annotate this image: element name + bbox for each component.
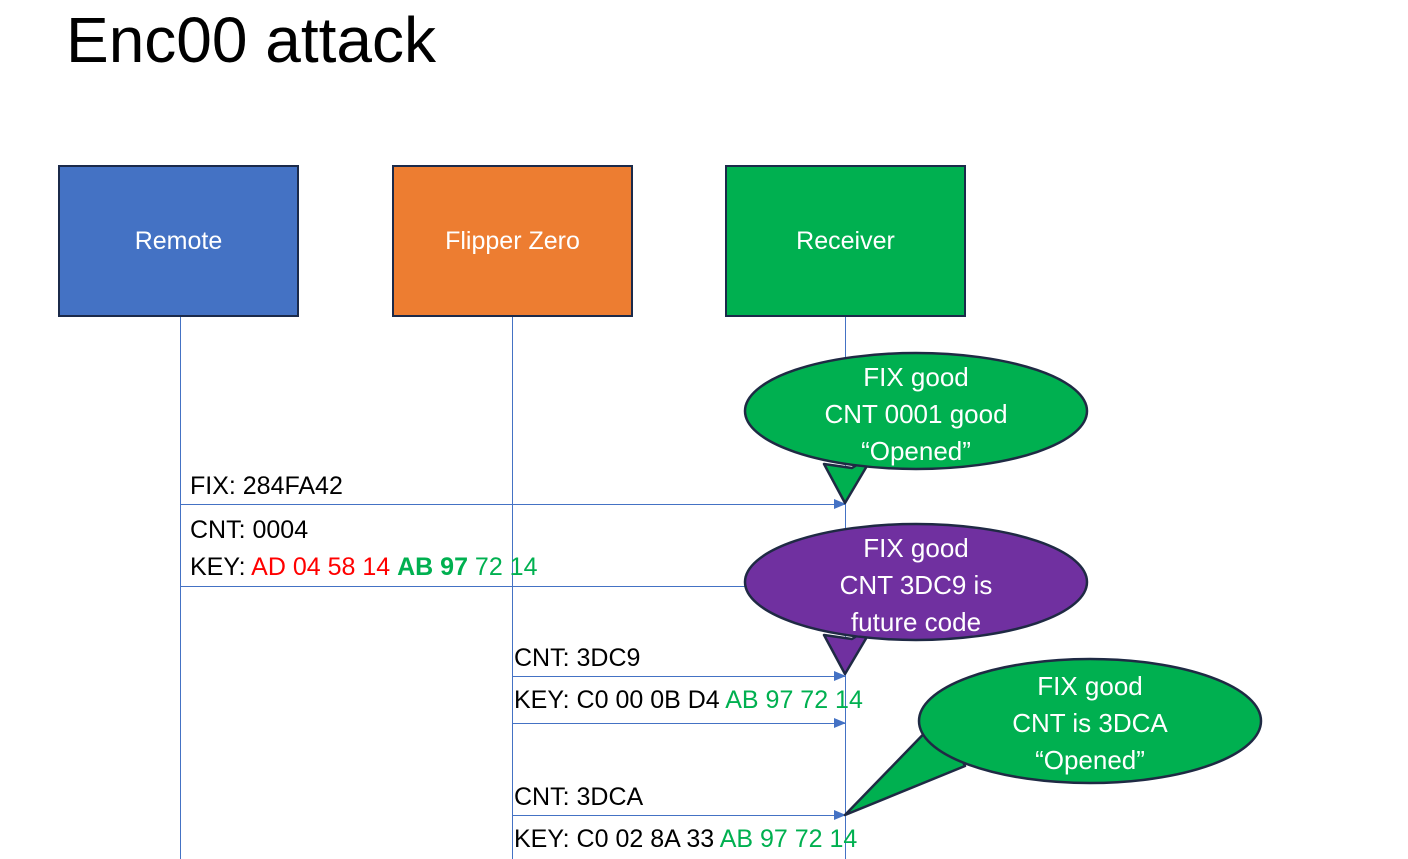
message-1-fix-text: FIX: 284FA42 xyxy=(190,472,343,500)
message-1-fix: FIX: 284FA42 xyxy=(190,468,343,505)
message-1-body: CNT: 0004 KEY: AD 04 58 14 AB 97 72 14 xyxy=(190,512,538,586)
actor-label-receiver: Receiver xyxy=(796,227,895,255)
message-3-key-label: KEY: C0 02 8A 33 xyxy=(514,825,720,853)
message-3-key: KEY: C0 02 8A 33 AB 97 72 14 xyxy=(514,821,857,858)
message-1-key: KEY: AD 04 58 14 AB 97 72 14 xyxy=(190,549,538,586)
message-1-key-green: 72 14 xyxy=(467,553,538,581)
message-2-key-label: KEY: C0 00 0B D4 xyxy=(514,686,726,714)
lifeline-flipper-zero xyxy=(512,317,513,859)
actor-label-remote: Remote xyxy=(134,227,223,255)
message-3-cnt-text: CNT: 3DCA xyxy=(514,783,644,811)
message-3-key-green: AB 97 72 14 xyxy=(719,825,858,853)
speech-bubble-1: FIX good CNT 0001 good “Opened” xyxy=(743,351,1089,505)
speech-bubble-3: FIX good CNT is 3DCA “Opened” xyxy=(843,657,1263,818)
message-2-key: KEY: C0 00 0B D4 AB 97 72 14 xyxy=(514,682,863,719)
message-2-cnt-text: CNT: 3DC9 xyxy=(514,644,641,672)
message-1-key-green-bold: AB 97 xyxy=(397,553,468,581)
actor-box-flipper-zero: Flipper Zero xyxy=(392,165,633,317)
actor-box-remote: Remote xyxy=(58,165,299,317)
actor-label-flipper-zero: Flipper Zero xyxy=(445,227,580,255)
speech-bubble-1-shape xyxy=(743,351,1089,505)
message-2-cnt: CNT: 3DC9 xyxy=(514,640,640,677)
message-arrow-3 xyxy=(512,810,846,820)
message-3-cnt: CNT: 3DCA xyxy=(514,779,643,816)
page-title: Enc00 attack xyxy=(66,4,436,76)
speech-bubble-2-shape xyxy=(743,522,1089,676)
message-1-cnt: CNT: 0004 xyxy=(190,516,309,544)
message-arrow-2 xyxy=(512,671,846,681)
message-2-key-green: AB 97 72 14 xyxy=(725,686,863,714)
message-arrow-1 xyxy=(180,499,846,509)
message-arrow-2-lower xyxy=(512,718,846,728)
actor-box-receiver: Receiver xyxy=(725,165,966,317)
speech-bubble-2: FIX good CNT 3DC9 is future code xyxy=(743,522,1089,676)
message-1-key-label: KEY: xyxy=(190,553,252,581)
message-1-key-red: AD 04 58 14 xyxy=(251,553,398,581)
speech-bubble-3-shape xyxy=(843,657,1263,817)
lifeline-remote xyxy=(180,317,181,859)
